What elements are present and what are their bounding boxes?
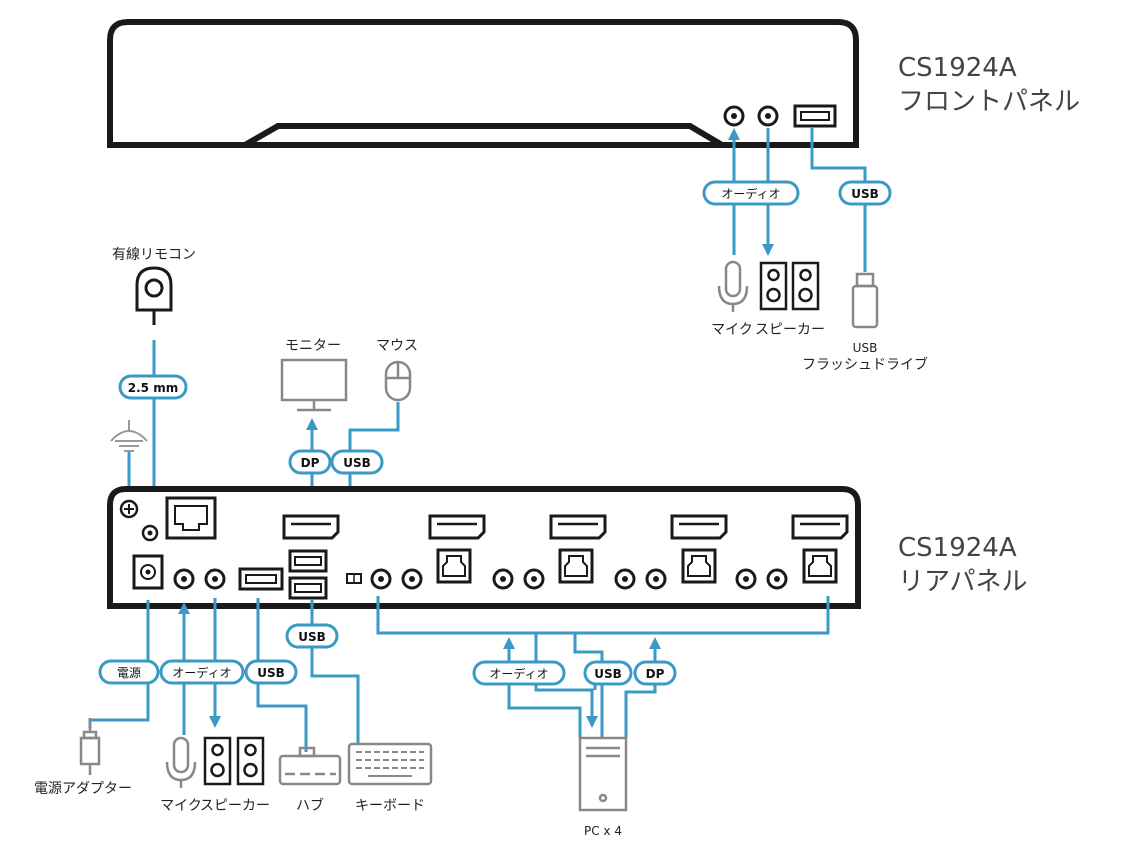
front-title-panel: フロントパネル [898,87,1080,117]
pill-dp-monitor: DP [288,449,332,475]
mouse-icon [384,360,412,402]
front-mic-jack-icon [723,105,745,127]
svg-text:DP: DP [646,667,665,681]
rj45-port-icon [165,496,217,540]
usb-hub-icon [278,746,342,786]
label-mic-front: マイク [711,322,753,338]
label-mouse: マウス [376,338,418,354]
ground-icon [110,420,148,452]
keyboard-icon [347,742,433,786]
svg-text:USB: USB [594,667,622,681]
svg-text:オーディオ: オーディオ [721,186,780,201]
pc-tower-icon [578,736,628,812]
power-adapter-icon [79,718,101,775]
svg-text:2.5 mm: 2.5 mm [128,381,178,395]
console-mic-jack-icon [173,568,195,590]
label-pc: PC x 4 [584,824,622,838]
speaker-front-icon [759,261,820,311]
label-usb-drive-1: USB [853,341,878,355]
label-speaker-rear: スピーカー [200,798,270,814]
label-mic-rear: マイク [160,798,202,814]
label-power-adapter: 電源アダプター [34,781,132,797]
svg-text:USB: USB [851,187,879,201]
pc-port-group-3 [614,514,728,590]
pill-usb-keyboard: USB [285,623,339,649]
pill-usb-mouse: USB [330,449,384,475]
svg-text:電源: 電源 [117,666,141,680]
front-title-model: CS1924A [898,53,1017,83]
label-usb-drive-2: フラッシュドライブ [802,356,928,373]
usb-flash-drive-icon [851,272,879,329]
ground-screw-icon [119,499,139,519]
front-panel [107,19,859,148]
svg-text:オーディオ: オーディオ [489,666,548,681]
svg-text:USB: USB [298,630,326,644]
console-usb-port-icon [238,567,284,591]
pill-audio-pc: オーディオ [472,660,566,686]
pill-usb-hub: USB [244,659,298,685]
pill-usb-front: USB [838,180,892,206]
label-keyboard: キーボード [355,798,425,814]
rear-title-panel: リアパネル [898,567,1027,597]
front-usb-port-icon [793,104,837,128]
label-monitor: モニター [285,338,341,354]
mic-rear-icon [165,736,197,788]
svg-text:USB: USB [343,456,371,470]
remote-jack-icon [141,524,159,542]
rear-panel [107,486,861,609]
pc-port-group-2 [492,514,607,590]
rear-title-model: CS1924A [898,533,1017,563]
label-speaker-front: スピーカー [755,322,825,338]
speaker-rear-icon [203,736,265,786]
switch-icon [346,573,362,584]
console-speaker-jack-icon [204,568,226,590]
mic-front-icon [717,260,749,312]
pill-audio-front: オーディオ [702,180,800,206]
svg-text:USB: USB [257,666,285,680]
label-hub: ハブ [296,797,324,814]
pill-audio-rear: オーディオ [159,659,245,685]
pc-port-group-4 [735,514,849,590]
front-speaker-jack-icon [757,105,779,127]
svg-text:DP: DP [301,456,320,470]
power-jack-icon [132,554,164,590]
pill-usb-pc: USB [583,660,633,686]
pc-port-group-1 [370,514,486,590]
mouse-usb-port-icon [288,549,328,573]
pill-dp-pc: DP [633,660,677,686]
monitor-icon [280,358,348,412]
svg-text:オーディオ: オーディオ [172,665,231,680]
pill-power: 電源 [98,659,160,685]
label-remote: 有線リモコン [112,247,196,263]
wired-remote-icon [135,266,173,325]
pill-remote-size: 2.5 mm [118,374,188,400]
console-dp-port-icon [282,514,340,540]
keyboard-usb-port-icon [288,576,328,600]
